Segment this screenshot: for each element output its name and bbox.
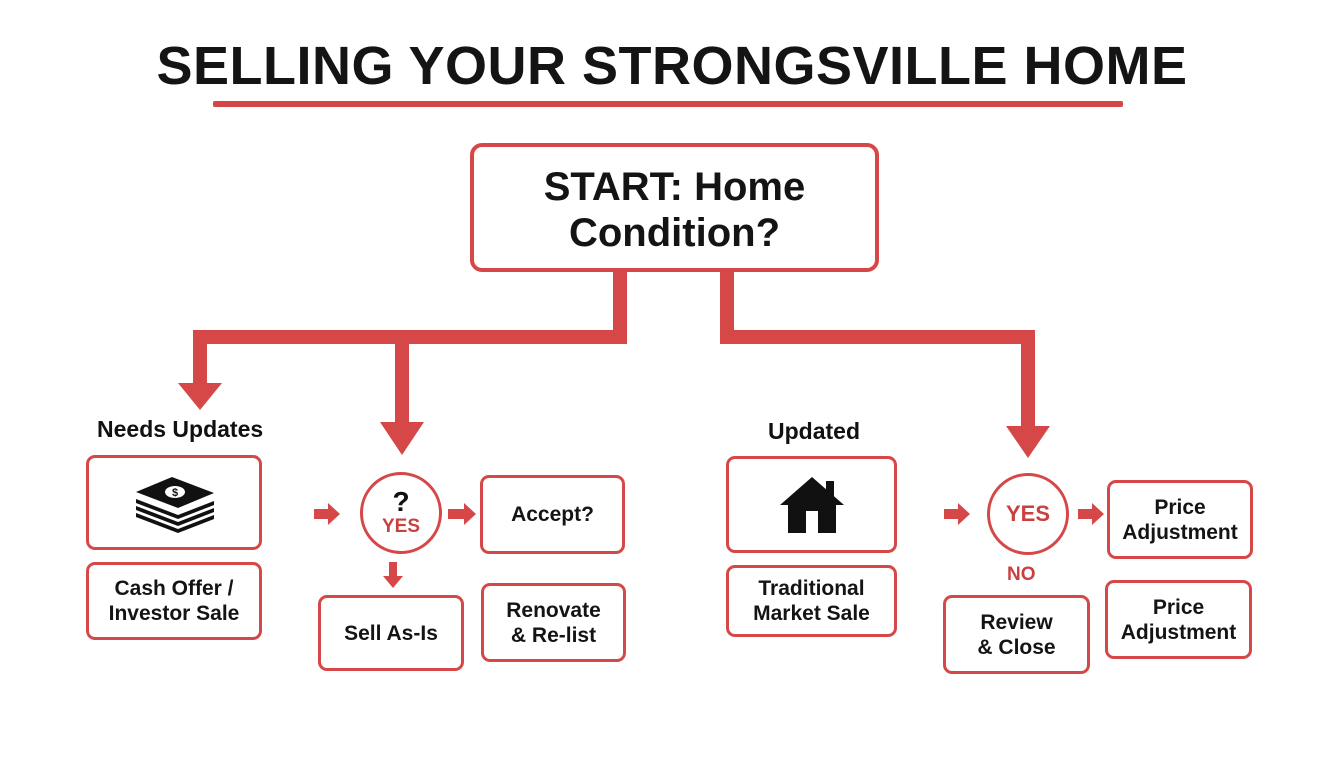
- price-adjustment-2-line-2: Adjustment: [1120, 620, 1237, 644]
- title-underline: [213, 101, 1123, 107]
- review-close-line-2: & Close: [977, 635, 1056, 659]
- review-close-line-1: Review: [980, 610, 1053, 634]
- renovate-node: Renovate & Re-list: [481, 583, 626, 662]
- start-line-2: Condition?: [568, 210, 781, 255]
- price-adjustment-1-line-2: Adjustment: [1122, 520, 1238, 544]
- traditional-line-2: Market Sale: [753, 602, 870, 625]
- cash-offer-node: Cash Offer / Investor Sale: [86, 562, 262, 640]
- arrowhead-decision: [380, 422, 424, 455]
- question-mark: ?: [392, 486, 410, 517]
- review-close-node: Review & Close: [943, 595, 1090, 674]
- house-icon: [778, 475, 846, 535]
- updated-label: Updated: [768, 418, 860, 444]
- decision-node-left: ? YES: [360, 472, 442, 554]
- decision-yes-right: YES: [1005, 501, 1051, 526]
- money-node: $: [86, 455, 262, 550]
- decision-node-right: YES: [987, 473, 1069, 555]
- renovate-line-2: & Re-list: [510, 623, 597, 647]
- decision-no-label: NO: [1007, 564, 1036, 585]
- price-adjustment-2-line-1: Price: [1152, 595, 1205, 619]
- arrow-to-sell-as-is: [383, 562, 403, 588]
- start-node: START: Home Condition?: [470, 143, 879, 272]
- renovate-line-1: Renovate: [506, 598, 601, 622]
- start-line-1: START: Home: [543, 164, 806, 209]
- traditional-sale-node: Traditional Market Sale: [726, 565, 897, 637]
- money-stack-icon: $: [132, 473, 216, 533]
- arrowhead-right: [1006, 426, 1050, 458]
- arrow-to-decision: [314, 503, 340, 525]
- price-adjustment-1-line-1: Price: [1154, 495, 1206, 519]
- sell-as-is-label: Sell As-Is: [344, 621, 438, 645]
- accept-node: Accept?: [480, 475, 625, 554]
- svg-text:$: $: [172, 487, 178, 499]
- price-adjustment-node-2: Price Adjustment: [1105, 580, 1252, 659]
- accept-label: Accept?: [511, 503, 594, 526]
- arrow-to-accept: [448, 503, 476, 525]
- connector-start-right: [720, 272, 1035, 430]
- price-adjustment-node-1: Price Adjustment: [1107, 480, 1253, 559]
- house-node: [726, 456, 897, 553]
- page-title: SELLING YOUR STRONGSVILLE HOME: [156, 36, 1188, 96]
- decision-yes-left: YES: [381, 516, 421, 537]
- cash-offer-line-2: Investor Sale: [108, 602, 240, 625]
- cash-offer-line-1: Cash Offer /: [114, 577, 234, 600]
- arrowhead-left: [178, 383, 222, 410]
- sell-as-is-node: Sell As-Is: [318, 595, 464, 671]
- arrow-to-price-1: [1078, 503, 1104, 525]
- needs-updates-label: Needs Updates: [97, 416, 264, 442]
- arrow-to-yes-right: [944, 503, 970, 525]
- connector-start-left: [193, 272, 627, 385]
- traditional-line-1: Traditional: [758, 577, 865, 600]
